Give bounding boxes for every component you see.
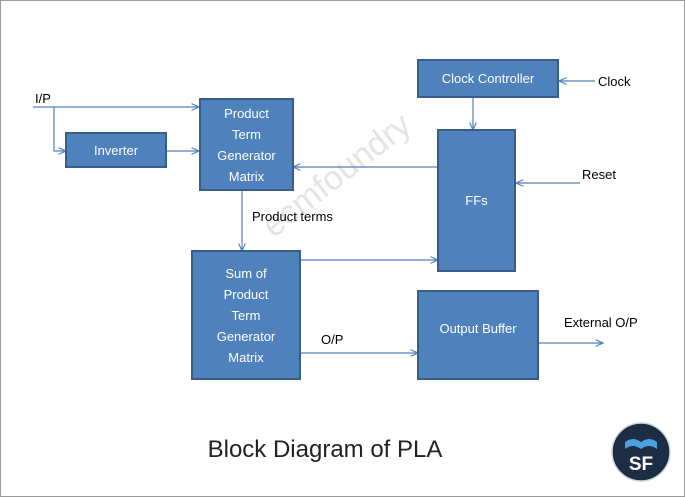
product-terms-label: Product terms: [252, 209, 333, 224]
inverter-label: Inverter: [93, 142, 139, 158]
output-buffer-label: Output Buffer: [439, 321, 517, 336]
ffs-label: FFs: [465, 193, 488, 208]
sum-line-5: Matrix: [228, 349, 264, 365]
sum-line-3: Term: [231, 307, 261, 323]
product-term-line-1: Product: [224, 105, 269, 121]
product-term-generator-block: Product Term Generator Matrix: [199, 98, 294, 191]
output-buffer-block: Output Buffer: [417, 290, 539, 380]
input-label: I/P: [35, 91, 51, 106]
product-term-line-3: Generator: [217, 147, 276, 163]
clock-controller-label: Clock Controller: [441, 71, 535, 86]
wire-input-to-inverter: [53, 107, 66, 151]
sum-of-product-block: Sum of Product Term Generator Matrix: [191, 250, 301, 380]
inverter-block: Inverter: [65, 132, 167, 168]
sf-logo: SF: [611, 422, 671, 482]
clock-controller-block: Clock Controller: [417, 59, 559, 98]
clock-label: Clock: [598, 74, 631, 89]
output-label: O/P: [321, 332, 344, 347]
sum-line-2: Product: [223, 286, 269, 302]
product-term-line-2: Term: [232, 126, 261, 142]
product-term-line-4: Matrix: [228, 168, 265, 184]
diagram-title: Block Diagram of PLA: [207, 436, 443, 463]
reset-label: Reset: [582, 167, 616, 182]
sum-line-1: Sum of: [225, 265, 267, 281]
ffs-block: FFs: [437, 129, 516, 272]
logo-text: SF: [629, 454, 653, 475]
external-output-label: External O/P: [564, 315, 638, 330]
sum-line-4: Generator: [216, 328, 276, 344]
